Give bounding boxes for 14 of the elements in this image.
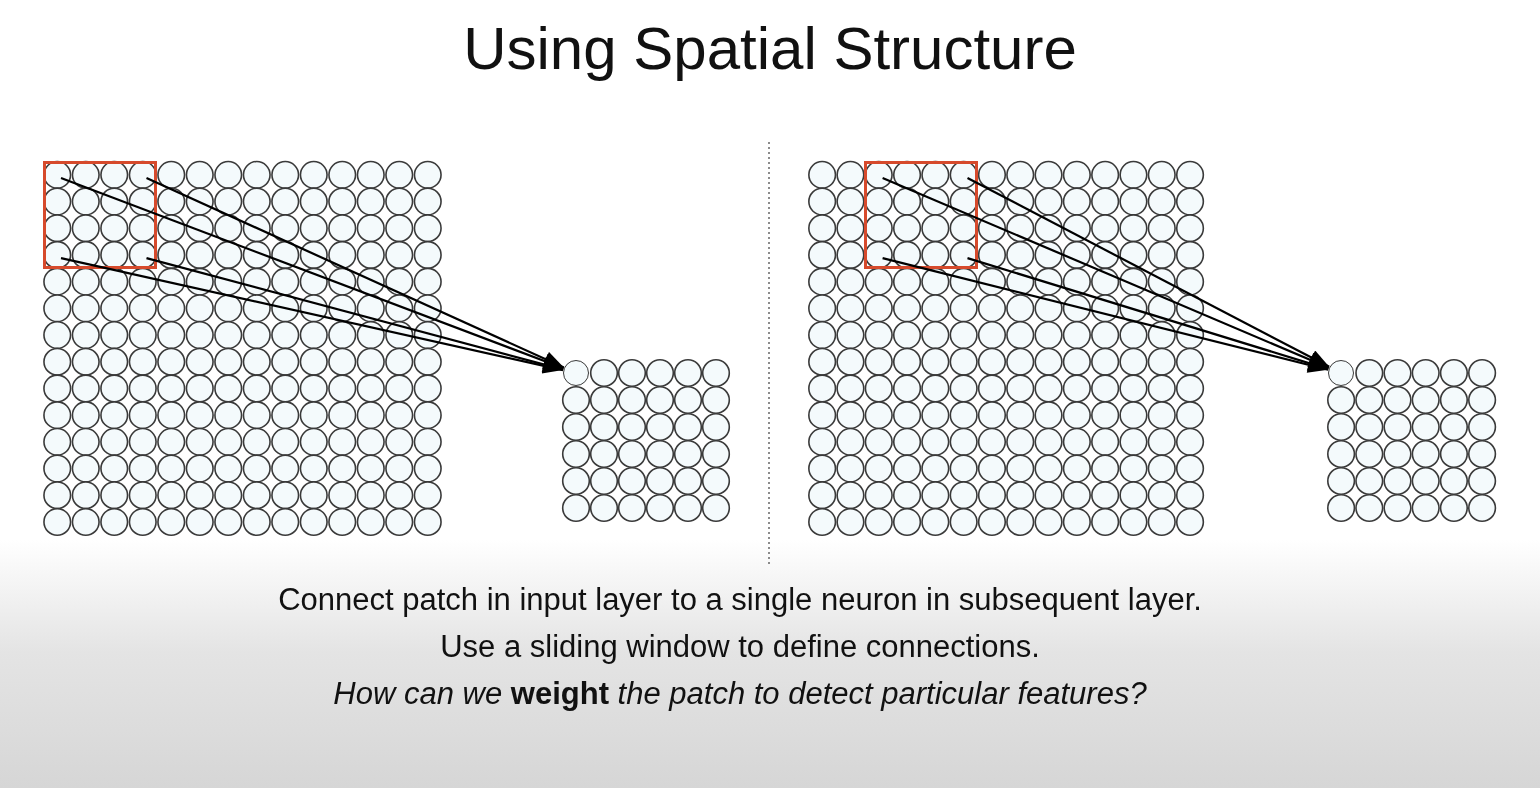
arrow — [882, 257, 1329, 373]
caption-text: Use a sliding window to define connections. — [439, 629, 1041, 665]
arrow — [882, 177, 1330, 369]
patch-window — [42, 160, 157, 270]
caption-text: Connect patch in input layer to a single neuron in subsequent layer. — [277, 582, 1203, 618]
arrow — [60, 257, 564, 374]
arrow — [967, 177, 1330, 368]
slide-title: Using Spatial Structure — [462, 14, 1078, 83]
arrow — [967, 257, 1329, 371]
question-text: How can we weight the patch to detect particular features? — [332, 676, 1148, 712]
arrow — [60, 176, 564, 370]
arrow — [146, 257, 564, 373]
arrow — [146, 177, 565, 369]
patch-window — [864, 160, 978, 270]
